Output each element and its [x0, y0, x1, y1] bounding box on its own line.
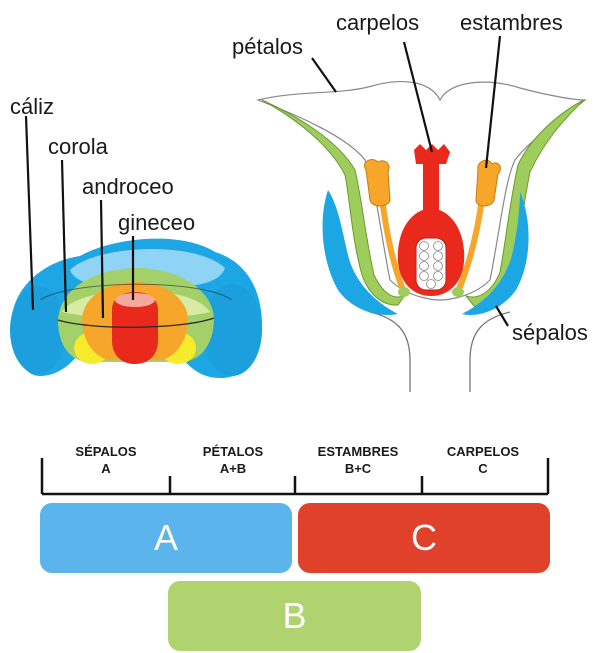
- calyx-left-lobe: [10, 286, 66, 374]
- leader-petalos: [312, 58, 336, 92]
- whorl-name: ESTAMBRES: [295, 443, 421, 460]
- whorl-petalos: PÉTALOS A+B: [170, 443, 296, 477]
- whorl-genes: A+B: [170, 460, 296, 477]
- label-corola: corola: [48, 136, 108, 158]
- whorl-name: CARPELOS: [420, 443, 546, 460]
- label-carpelos: carpelos: [336, 12, 419, 34]
- label-gineceo: gineceo: [118, 212, 195, 234]
- whorl-genes: B+C: [295, 460, 421, 477]
- label-estambres: estambres: [460, 12, 563, 34]
- whorl-estambres: ESTAMBRES B+C: [295, 443, 421, 477]
- carpel-stigma: [414, 144, 450, 164]
- whorl-genes: A: [43, 460, 169, 477]
- gynoecium-top: [115, 293, 155, 307]
- stamen-left-anther: [364, 160, 390, 206]
- whorl-name: PÉTALOS: [170, 443, 296, 460]
- gene-bar-b: B: [168, 581, 421, 651]
- label-caliz: cáliz: [10, 96, 54, 118]
- label-sepalos: sépalos: [512, 322, 588, 344]
- whorl-genes: C: [420, 460, 546, 477]
- leader-caliz: [26, 116, 33, 310]
- gene-bar-c: C: [298, 503, 550, 573]
- whorl-sepalos: SÉPALOS A: [43, 443, 169, 477]
- label-petalos: pétalos: [232, 36, 303, 58]
- whorl-carpelos: CARPELOS C: [420, 443, 546, 477]
- label-androceo: androceo: [82, 176, 174, 198]
- whorl-name: SÉPALOS: [43, 443, 169, 460]
- gene-bar-a: A: [40, 503, 292, 573]
- carpel-style: [423, 162, 439, 212]
